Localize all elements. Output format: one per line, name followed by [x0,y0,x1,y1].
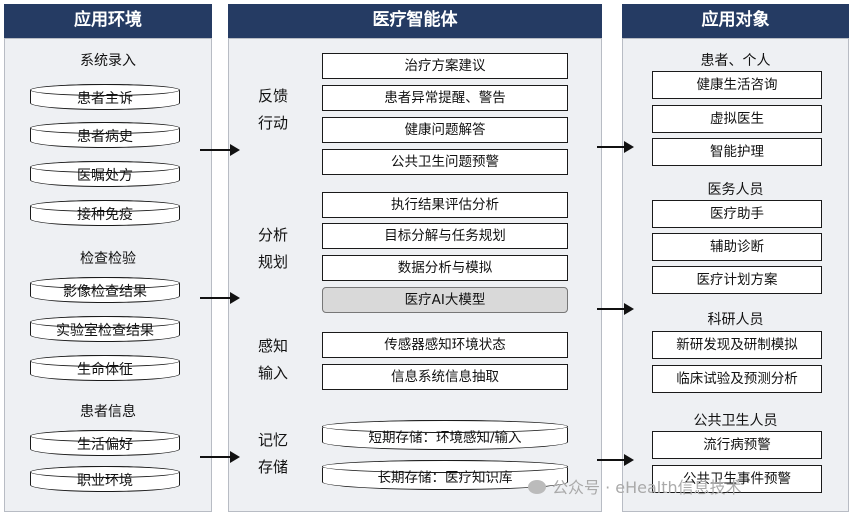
left-header: 应用环境 [4,4,212,38]
source-item: 生活偏好 [29,429,180,456]
target-item: 健康生活咨询 [652,71,822,99]
storage-item: 短期存储：环境感知/输入 [321,419,568,450]
target-item: 医疗计划方案 [652,266,822,294]
middle-header: 医疗智能体 [228,4,602,38]
group-title: 医务人员 [707,182,764,198]
source-item: 医嘱处方 [29,160,180,187]
section-label: 感知输入 [258,337,289,382]
group-title: 公共卫生人员 [693,413,778,429]
target-item: 公共卫生事件预警 [652,465,822,493]
source-item: 生命体征 [29,354,180,381]
source-item: 实验室检查结果 [29,315,180,342]
flow-arrow [200,451,240,463]
source-item: 患者主诉 [29,83,180,110]
source-item: 职业环境 [29,465,180,492]
agent-item: 患者异常提醒、警告 [322,85,568,111]
right-header: 应用对象 [622,4,849,38]
section-label: 反馈行动 [258,87,289,132]
group-title: 患者、个人 [700,53,771,69]
agent-item: 数据分析与模拟 [322,255,568,281]
agent-item: 目标分解与任务规划 [322,223,568,249]
target-item: 虚拟医生 [652,105,822,133]
agent-item: 健康问题解答 [322,117,568,143]
group-title: 系统录入 [80,53,136,69]
ai-model-box: 医疗AI大模型 [322,287,568,313]
flow-arrow [200,144,240,156]
source-item: 患者病史 [29,121,180,148]
target-item: 临床试验及预测分析 [652,365,822,393]
agent-item: 传感器感知环境状态 [322,332,568,358]
target-item: 新研发现及研制模拟 [652,331,822,359]
flow-arrow [597,303,634,315]
source-item: 影像检查结果 [29,276,180,303]
group-title: 检查检验 [80,251,136,267]
group-title: 科研人员 [707,312,764,328]
agent-item: 治疗方案建议 [322,53,568,79]
group-title: 患者信息 [80,404,136,420]
agent-item: 信息系统信息抽取 [322,364,568,390]
target-item: 流行病预警 [652,431,822,459]
target-item: 医疗助手 [652,200,822,228]
section-label: 记忆存储 [258,431,289,476]
wechat-icon [528,480,546,494]
storage-item: 长期存储：医疗知识库 [321,459,568,490]
source-item: 接种免疫 [29,199,180,226]
flow-arrow [597,141,634,153]
flow-arrow [597,454,634,466]
target-item: 智能护理 [652,138,822,166]
section-label: 分析规划 [258,226,289,271]
flow-arrow [200,292,240,304]
agent-item: 执行结果评估分析 [322,192,568,218]
watermark: 公众号 · eHealth信息技术 [528,474,742,498]
agent-item: 公共卫生问题预警 [322,149,568,175]
target-item: 辅助诊断 [652,233,822,261]
